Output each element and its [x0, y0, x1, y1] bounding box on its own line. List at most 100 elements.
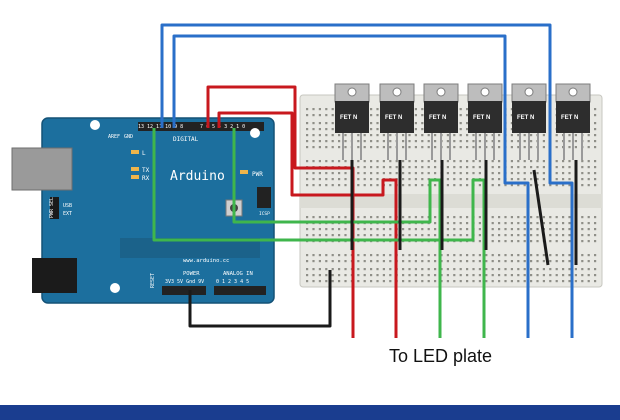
breadboard-hole — [517, 222, 520, 225]
board-url: www.arduino.cc — [183, 258, 229, 264]
breadboard-hole — [568, 184, 571, 187]
breadboard-hole — [491, 134, 494, 137]
breadboard-hole — [530, 178, 533, 181]
breadboard-hole — [459, 134, 462, 137]
mosfet-tab-hole — [480, 87, 490, 97]
breadboard-hole — [587, 274, 590, 277]
breadboard-hole — [312, 254, 315, 257]
breadboard-hole — [414, 128, 417, 131]
breadboard-hole — [530, 274, 533, 277]
breadboard-hole — [510, 122, 513, 125]
breadboard-hole — [434, 134, 437, 137]
breadboard-hole — [542, 274, 545, 277]
wire-black-gnd — [188, 270, 332, 328]
breadboard-hole — [594, 128, 597, 131]
breadboard-hole — [478, 160, 481, 163]
breadboard-hole — [530, 234, 533, 237]
breadboard-hole — [325, 146, 328, 149]
mosfet-tab-hole — [568, 87, 578, 97]
breadboard-hole — [325, 128, 328, 131]
breadboard-hole — [581, 260, 584, 263]
mosfet-1: FET N — [334, 83, 370, 160]
gnd-label: GND — [124, 134, 133, 140]
breadboard-hole — [562, 184, 565, 187]
breadboard-hole — [594, 184, 597, 187]
breadboard-hole — [389, 140, 392, 143]
breadboard-hole — [370, 178, 373, 181]
breadboard-hole — [414, 114, 417, 117]
breadboard-hole — [312, 216, 315, 219]
breadboard-hole — [485, 134, 488, 137]
mosfet-6: FET N — [555, 83, 591, 160]
breadboard-hole — [530, 140, 533, 143]
breadboard-hole — [581, 240, 584, 243]
breadboard-hole — [517, 280, 520, 283]
digital-header — [138, 122, 264, 131]
breadboard-hole — [530, 160, 533, 163]
breadboard-hole — [491, 172, 494, 175]
breadboard-hole — [421, 122, 424, 125]
breadboard-hole — [542, 222, 545, 225]
breadboard-hole — [478, 140, 481, 143]
breadboard-hole — [306, 172, 309, 175]
breadboard-hole — [427, 140, 430, 143]
breadboard-hole — [523, 178, 526, 181]
breadboard-hole — [523, 240, 526, 243]
breadboard-hole — [453, 260, 456, 263]
breadboard-hole — [459, 222, 462, 225]
breadboard-hole — [478, 184, 481, 187]
breadboard-hole — [389, 254, 392, 257]
breadboard-hole — [485, 268, 488, 271]
breadboard-hole — [318, 160, 321, 163]
breadboard-hole — [530, 254, 533, 257]
wires — [152, 23, 578, 338]
breadboard-hole — [325, 108, 328, 111]
breadboard-hole — [312, 184, 315, 187]
breadboard-hole — [523, 274, 526, 277]
breadboard-hole — [344, 234, 347, 237]
breadboard-hole — [382, 166, 385, 169]
wire-green-2 — [152, 128, 486, 338]
breadboard-hole — [491, 274, 494, 277]
breadboard-hole — [491, 228, 494, 231]
breadboard-hole — [485, 146, 488, 149]
breadboard-hole — [466, 234, 469, 237]
breadboard-hole — [594, 114, 597, 117]
breadboard-hole — [344, 228, 347, 231]
breadboard-hole — [459, 280, 462, 283]
breadboard-hole — [466, 166, 469, 169]
breadboard-hole — [382, 140, 385, 143]
breadboard-hole — [587, 260, 590, 263]
breadboard-hole — [536, 260, 539, 263]
breadboard-hole — [472, 172, 475, 175]
breadboard-hole — [587, 184, 590, 187]
breadboard-hole — [325, 134, 328, 137]
mosfet-5: FET N — [511, 83, 547, 160]
breadboard-hole — [574, 280, 577, 283]
breadboard-hole — [587, 160, 590, 163]
breadboard-hole — [363, 228, 366, 231]
breadboard-hole — [466, 134, 469, 137]
breadboard-hole — [446, 140, 449, 143]
breadboard-hole — [504, 260, 507, 263]
breadboard-hole — [536, 268, 539, 271]
breadboard-hole — [587, 240, 590, 243]
breadboard-hole — [510, 178, 513, 181]
breadboard-hole — [459, 228, 462, 231]
breadboard-hole — [581, 172, 584, 175]
mosfet-tab-hole — [392, 87, 402, 97]
breadboard-hole — [485, 260, 488, 263]
breadboard-hole — [510, 172, 513, 175]
breadboard-hole — [402, 140, 405, 143]
breadboard-hole — [542, 146, 545, 149]
breadboard-hole — [421, 254, 424, 257]
breadboard-hole — [574, 146, 577, 149]
breadboard-hole — [581, 166, 584, 169]
breadboard-hole — [318, 146, 321, 149]
breadboard-hole — [542, 178, 545, 181]
breadboard-hole — [510, 128, 513, 131]
breadboard-hole — [562, 160, 565, 163]
breadboard-hole — [587, 234, 590, 237]
breadboard-hole — [466, 140, 469, 143]
breadboard-hole — [510, 114, 513, 117]
